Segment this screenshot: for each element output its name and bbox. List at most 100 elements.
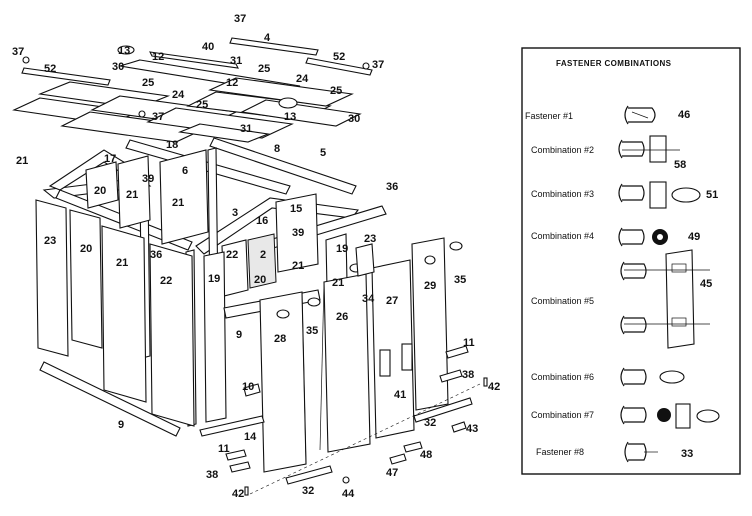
fastener-panel: FASTENER COMBINATIONS Fastener #1 Combin…: [521, 47, 741, 475]
roof-panel-30-right: [240, 99, 362, 127]
callout-73: 44: [342, 488, 355, 500]
rail-9-left: [39, 361, 181, 437]
panel-21-back-a: [117, 155, 151, 229]
callout-12: 12: [226, 77, 238, 89]
door-panel-28: [259, 291, 307, 473]
callout-18: 37: [152, 111, 164, 123]
roof-strip-12a: [149, 51, 239, 69]
callout-60: 42: [488, 381, 500, 393]
callout-17: 25: [330, 85, 342, 97]
callout-24: 18: [166, 139, 178, 151]
callout-4: 52: [333, 51, 345, 63]
callout-64: 14: [244, 431, 257, 443]
row-label-4: Combination #4: [531, 231, 594, 241]
knob-28: [276, 309, 290, 319]
screw-37-left: [22, 56, 30, 64]
callout-29: 20: [94, 185, 106, 197]
door-seam-b: [319, 281, 325, 451]
callout-5: 37: [372, 59, 384, 71]
trim-strip-right: [305, 57, 373, 76]
panel-21-left: [101, 225, 147, 403]
knob-35-b: [449, 241, 463, 251]
callout-68: 48: [420, 449, 432, 461]
bracket-10: [243, 383, 261, 397]
callout-11: 25: [258, 63, 270, 75]
callout-14: 25: [142, 77, 154, 89]
callout-47: 21: [332, 277, 344, 289]
door-panel-26: [323, 273, 371, 453]
callout-55: 28: [274, 333, 286, 345]
part-45: 45: [700, 278, 712, 290]
bracket-11-right: [445, 345, 469, 359]
callout-62: 41: [394, 389, 406, 401]
part-49: 49: [688, 231, 700, 243]
knob-35-a: [307, 297, 321, 307]
pin-42-left: [244, 486, 249, 496]
screw-37-mid: [138, 110, 146, 118]
row-label-1: Fastener #1: [525, 111, 573, 121]
roof-assembly: [12, 37, 373, 143]
callout-25: 8: [274, 143, 280, 155]
callout-43: 36: [150, 249, 162, 261]
callout-59: 38: [462, 369, 474, 381]
callout-37: 23: [364, 233, 376, 245]
wall-panels: [35, 149, 463, 473]
callout-41: 22: [226, 249, 238, 261]
callout-8: 30: [112, 61, 124, 73]
latch-41: [379, 349, 391, 377]
callout-38: 20: [80, 243, 92, 255]
cap-13-top: [117, 45, 135, 55]
callout-39: 21: [116, 257, 128, 269]
bracket-47: [389, 453, 407, 465]
latch-41b: [401, 343, 413, 371]
fastener-panel-border: [521, 47, 741, 475]
callout-9: 12: [152, 51, 164, 63]
panel-21-back-b: [159, 149, 209, 245]
rail-32-right: [413, 397, 473, 423]
callout-27: 39: [142, 173, 154, 185]
bracket-38-b: [439, 369, 463, 383]
bracket-43: [451, 421, 467, 433]
rail-32-bottom: [285, 465, 333, 485]
callout-72: 32: [302, 485, 314, 497]
callout-70: 47: [386, 467, 398, 479]
callout-19: 13: [284, 111, 296, 123]
callout-20: 30: [348, 113, 360, 125]
callout-67: 11: [218, 443, 230, 455]
door-panel-27: [371, 259, 415, 439]
callout-66: 43: [466, 423, 478, 435]
callout-63: 9: [118, 419, 124, 431]
ridge-strip: [229, 37, 319, 56]
callout-31: 21: [172, 197, 184, 209]
knob-29: [424, 255, 436, 265]
fastener-panel-title: FASTENER COMBINATIONS: [556, 59, 672, 68]
panel-19-a: [203, 251, 227, 423]
callout-52: 34: [362, 293, 375, 305]
screw-44: [342, 476, 350, 484]
bracket-11-left: [225, 449, 247, 461]
callout-32: 36: [386, 181, 398, 193]
callout-33: 3: [232, 207, 238, 219]
roof-panel-25-center: [146, 107, 294, 139]
panel-20-left: [69, 209, 103, 349]
callout-26: 5: [320, 147, 326, 159]
callout-23: 17: [104, 153, 116, 165]
callout-42: 23: [44, 235, 56, 247]
panel-21-right-back: [275, 193, 319, 273]
callout-51: 35: [454, 274, 466, 286]
callout-21: 31: [240, 123, 252, 135]
panel-23-right: [355, 243, 375, 277]
callout-35: 16: [256, 215, 268, 227]
row-label-6: Combination #6: [531, 372, 594, 382]
panel-23-left: [35, 199, 69, 357]
callout-13: 24: [296, 73, 309, 85]
callout-49: 22: [160, 275, 172, 287]
bracket-48: [403, 441, 423, 453]
callout-71: 42: [232, 488, 244, 500]
callout-58: 11: [463, 337, 475, 349]
callout-1: 4: [264, 32, 271, 44]
row-label-8: Fastener #8: [536, 447, 584, 457]
part-58: 58: [674, 159, 686, 171]
callout-69: 38: [206, 469, 218, 481]
